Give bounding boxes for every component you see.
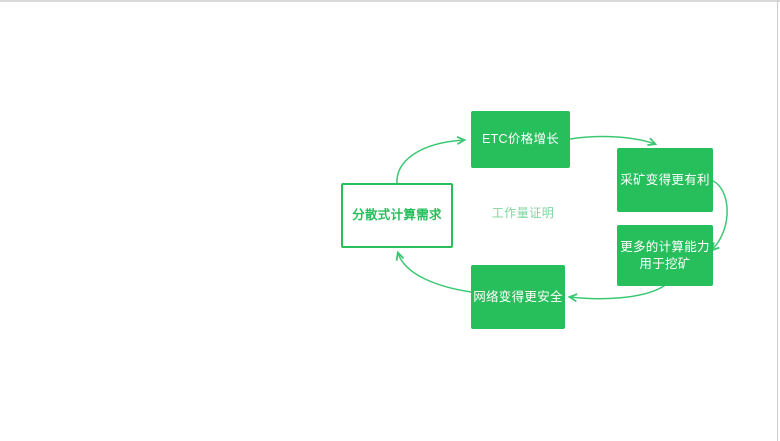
- node-etc-price-growth[interactable]: ETC价格增长: [471, 111, 570, 168]
- arrow-demand-to-price[interactable]: [396, 140, 464, 184]
- node-label-line-2: 用于挖矿: [639, 256, 691, 271]
- canvas-right-border: [777, 0, 778, 441]
- node-label: ETC价格增长: [481, 132, 560, 146]
- node-label: 采矿变得更有利: [620, 172, 710, 187]
- node-decentralized-compute-demand[interactable]: 分散式计算需求: [341, 183, 453, 248]
- node-label-line-1: 更多的计算能力: [620, 239, 710, 254]
- arrow-price-to-mining[interactable]: [569, 135, 655, 144]
- node-more-compute-for-mining[interactable]: 更多的计算能力 用于挖矿: [617, 225, 713, 286]
- arrow-power-to-security[interactable]: [570, 285, 665, 299]
- arrow-mining-to-power[interactable]: [712, 180, 728, 250]
- proof-of-work-label[interactable]: 工作量证明: [491, 206, 555, 220]
- canvas-top-border: [0, 0, 780, 2]
- arrow-security-to-demand[interactable]: [398, 253, 472, 293]
- node-network-more-secure[interactable]: 网络变得更安全: [471, 265, 565, 329]
- node-label: 分散式计算需求: [352, 208, 442, 222]
- node-mining-more-profitable[interactable]: 采矿变得更有利: [617, 148, 713, 212]
- node-label: 网络变得更安全: [473, 289, 563, 304]
